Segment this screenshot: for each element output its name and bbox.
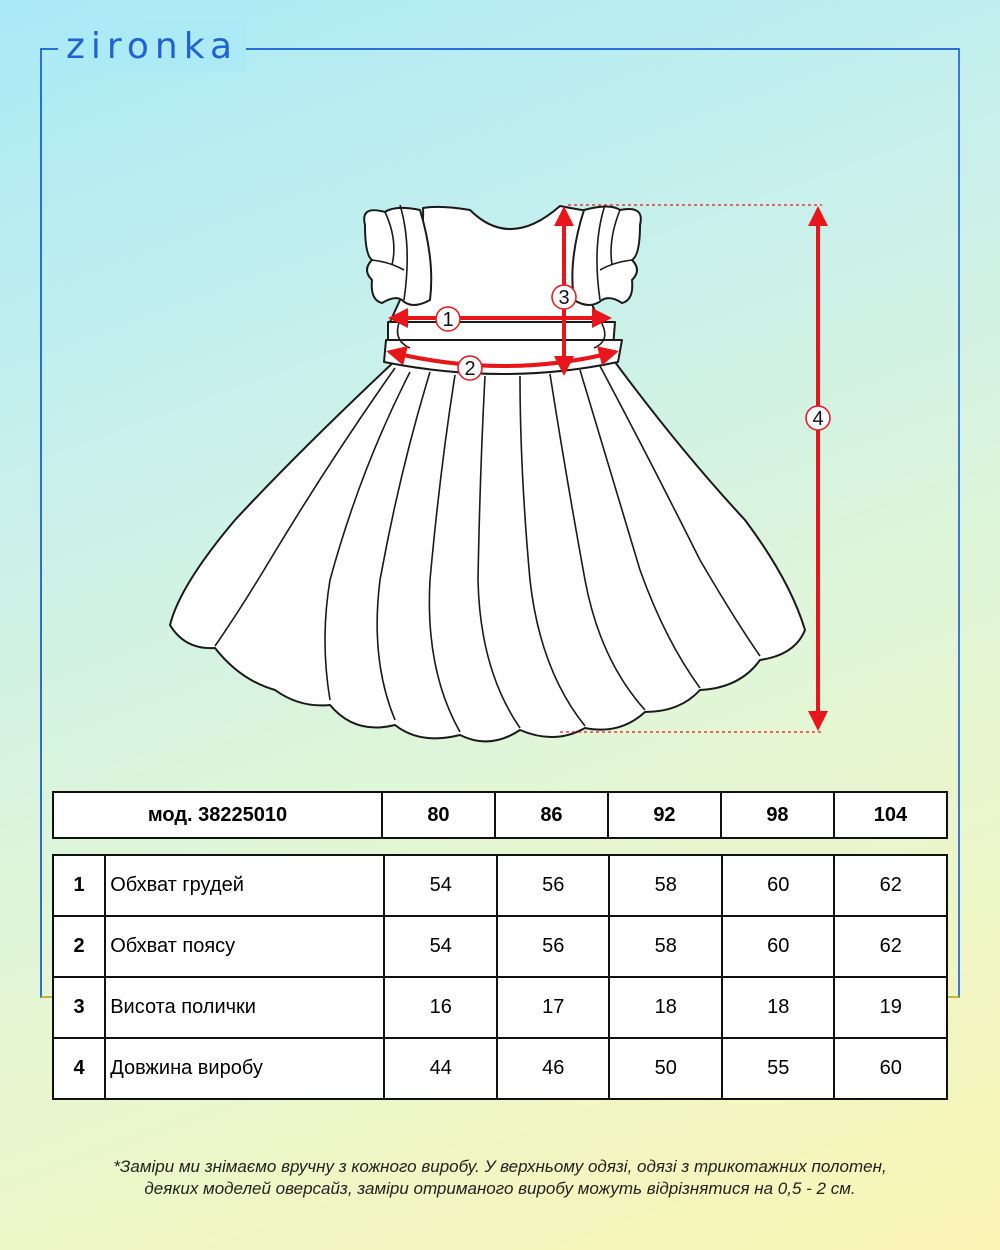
row-label: Висота полички xyxy=(104,976,386,1039)
value-cell: 62 xyxy=(833,854,948,917)
value-cell: 46 xyxy=(495,1037,611,1100)
row-number: 4 xyxy=(51,1037,107,1100)
table-row: 1 Обхват грудей 54 56 58 60 62 xyxy=(51,854,948,917)
value-cell: 50 xyxy=(608,1037,723,1100)
marker-2: 2 xyxy=(464,358,475,380)
value-cell: 62 xyxy=(833,915,948,978)
value-cell: 44 xyxy=(383,1037,498,1100)
value-cell: 60 xyxy=(833,1037,948,1100)
row-number: 1 xyxy=(51,854,107,917)
size-cell: 86 xyxy=(493,791,609,839)
value-cell: 60 xyxy=(720,854,836,917)
value-cell: 17 xyxy=(495,976,611,1039)
brand-logo: zironka xyxy=(58,22,247,72)
dress-illustration: 1 2 3 4 xyxy=(169,204,831,743)
value-cell: 54 xyxy=(383,915,498,978)
table-row: 2 Обхват поясу 54 56 58 60 62 xyxy=(51,915,948,978)
row-number: 2 xyxy=(51,915,107,978)
measurement-note: *Заміри ми знімаємо вручну з кожного вир… xyxy=(30,1156,970,1200)
value-cell: 60 xyxy=(720,915,836,978)
size-cell: 80 xyxy=(380,791,496,839)
row-number: 3 xyxy=(51,976,107,1039)
table-row: 3 Висота полички 16 17 18 18 19 xyxy=(51,976,948,1039)
value-cell: 56 xyxy=(495,854,611,917)
row-label: Обхват поясу xyxy=(104,915,386,978)
value-cell: 18 xyxy=(720,976,836,1039)
row-label: Довжина виробу xyxy=(104,1037,386,1100)
marker-4: 4 xyxy=(812,408,823,430)
value-cell: 58 xyxy=(608,915,723,978)
value-cell: 56 xyxy=(495,915,611,978)
value-cell: 18 xyxy=(608,976,723,1039)
marker-1: 1 xyxy=(442,309,453,331)
table-row: 4 Довжина виробу 44 46 50 55 60 xyxy=(51,1037,948,1100)
measurements-table: 1 Обхват грудей 54 56 58 60 62 2 Обхват … xyxy=(51,854,948,1100)
row-label: Обхват грудей xyxy=(104,854,386,917)
value-cell: 19 xyxy=(833,976,948,1039)
value-cell: 16 xyxy=(383,976,498,1039)
left-ruffle xyxy=(363,206,433,306)
model-label: мод. 38225010 xyxy=(52,791,383,839)
size-cell: 98 xyxy=(719,791,835,839)
value-cell: 58 xyxy=(608,854,723,917)
value-cell: 54 xyxy=(383,854,498,917)
note-line-1: *Заміри ми знімаємо вручну з кожного вир… xyxy=(113,1157,887,1176)
size-header-table: мод. 38225010 80 86 92 98 104 xyxy=(52,791,949,839)
value-cell: 55 xyxy=(720,1037,836,1100)
marker-3: 3 xyxy=(558,287,569,309)
right-ruffle xyxy=(571,205,642,306)
size-cell: 104 xyxy=(832,791,949,839)
size-cell: 92 xyxy=(606,791,722,839)
dress-skirt xyxy=(169,357,806,743)
note-line-2: деяких моделей оверсайз, заміри отримано… xyxy=(144,1179,856,1198)
